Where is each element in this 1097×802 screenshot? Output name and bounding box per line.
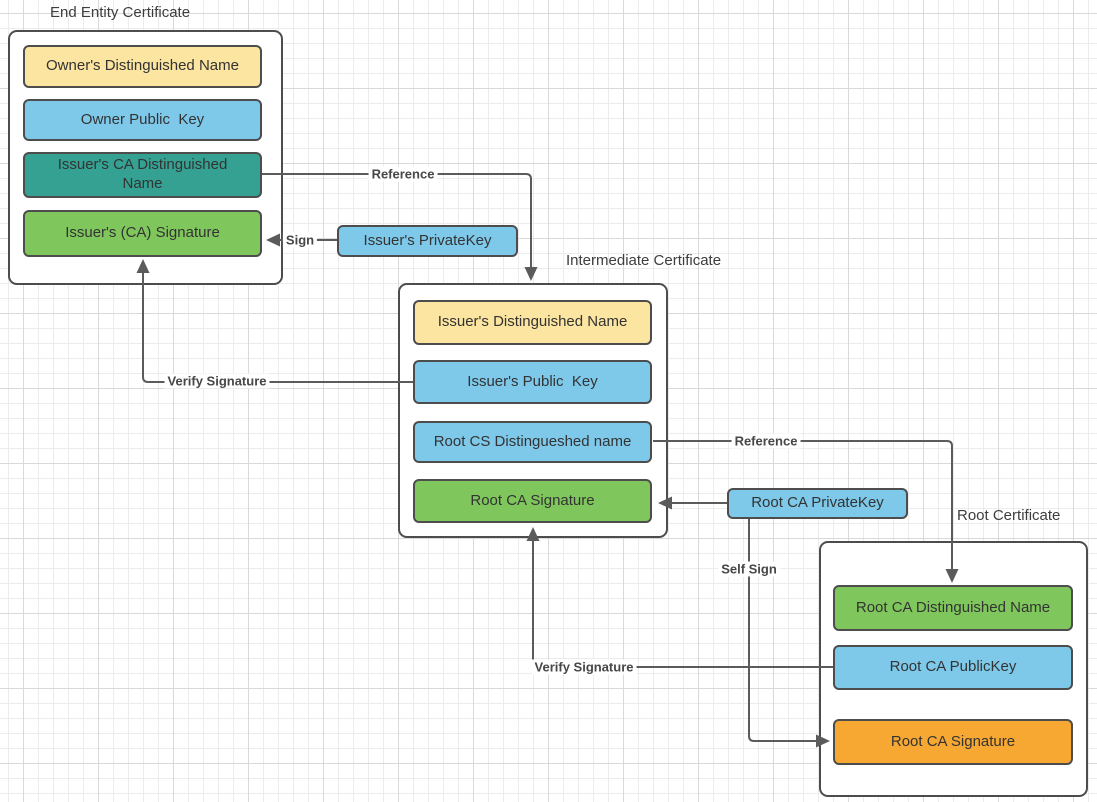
field-label: Root CA Signature	[470, 491, 595, 509]
field-label: Issuer's Public Key	[467, 372, 598, 390]
field-label: Issuer's (CA) Signature	[65, 224, 220, 242]
key-label: Issuer's PrivateKey	[363, 231, 492, 249]
field-root-cs-distingueshed-name[interactable]: Root CS Distingueshed name	[413, 421, 652, 463]
edge-label-verify-signature-1[interactable]: Verify Signature	[164, 373, 270, 389]
edge-self-sign[interactable]	[748, 519, 830, 748]
edge-verify-signature-root-to-intermediate[interactable]	[526, 527, 834, 668]
arrowhead-right-icon	[816, 734, 830, 748]
field-label: Root CA PublicKey	[889, 658, 1017, 676]
field-issuers-public-key[interactable]: Issuer's Public Key	[413, 360, 652, 404]
field-root-ca-distinguished-name[interactable]: Root CA Distinguished Name	[833, 585, 1073, 631]
field-label: Owner's Distinguished Name	[46, 57, 239, 75]
field-owner-public-key[interactable]: Owner Public Key	[23, 99, 262, 141]
edge-label-verify-signature-2[interactable]: Verify Signature	[531, 659, 637, 675]
cert-title-root[interactable]: Root Certificate	[957, 507, 1061, 524]
arrowhead-up-icon	[136, 259, 150, 273]
field-label: Root CA Signature	[890, 732, 1016, 750]
edge-label-self-sign[interactable]: Self Sign	[718, 561, 780, 577]
arrowhead-left-icon	[266, 233, 280, 247]
field-label: Owner Public Key	[80, 110, 205, 128]
edge-label-reference-1[interactable]: Reference	[368, 166, 438, 182]
arrowhead-up-icon	[526, 527, 540, 541]
edge-verify-signature-intermediate-to-end-entity[interactable]	[136, 259, 414, 383]
field-label: Root CA Distinguished Name	[855, 598, 1051, 616]
arrowhead-left-icon	[658, 496, 672, 510]
edge-label-sign[interactable]: Sign	[282, 232, 318, 248]
field-root-ca-public-key[interactable]: Root CA PublicKey	[833, 645, 1073, 690]
arrowhead-down-icon	[524, 267, 538, 281]
arrowhead-down-icon	[945, 569, 959, 583]
field-issuers-ca-signature[interactable]: Issuer's (CA) Signature	[23, 210, 262, 257]
cert-title-end-entity[interactable]: End Entity Certificate	[50, 4, 191, 21]
field-root-ca-signature-intermediate[interactable]: Root CA Signature	[413, 479, 652, 523]
cert-title-intermediate[interactable]: Intermediate Certificate	[566, 252, 722, 269]
key-box-root-ca-private-key[interactable]: Root CA PrivateKey	[727, 488, 908, 519]
field-label: Root CS Distingueshed name	[433, 432, 632, 450]
field-issuers-ca-distinguished-name[interactable]: Issuer's CA Distinguished Name	[23, 152, 262, 198]
key-box-issuer-private-key[interactable]: Issuer's PrivateKey	[337, 225, 518, 257]
field-label: Issuer's Distinguished Name	[437, 313, 628, 331]
field-label: Issuer's CA Distinguished Name	[57, 156, 232, 192]
field-issuers-distinguished-name[interactable]: Issuer's Distinguished Name	[413, 300, 652, 345]
key-label: Root CA PrivateKey	[751, 494, 884, 512]
edge-label-reference-2[interactable]: Reference	[731, 433, 801, 449]
edge-root-private-key-to-root-ca-signature[interactable]	[658, 496, 727, 510]
edge-reference-intermediate-to-root[interactable]	[653, 440, 959, 583]
field-root-ca-signature-root[interactable]: Root CA Signature	[833, 719, 1073, 765]
edge-reference-end-entity-to-intermediate[interactable]	[262, 173, 538, 281]
field-owner-distinguished-name[interactable]: Owner's Distinguished Name	[23, 45, 262, 88]
